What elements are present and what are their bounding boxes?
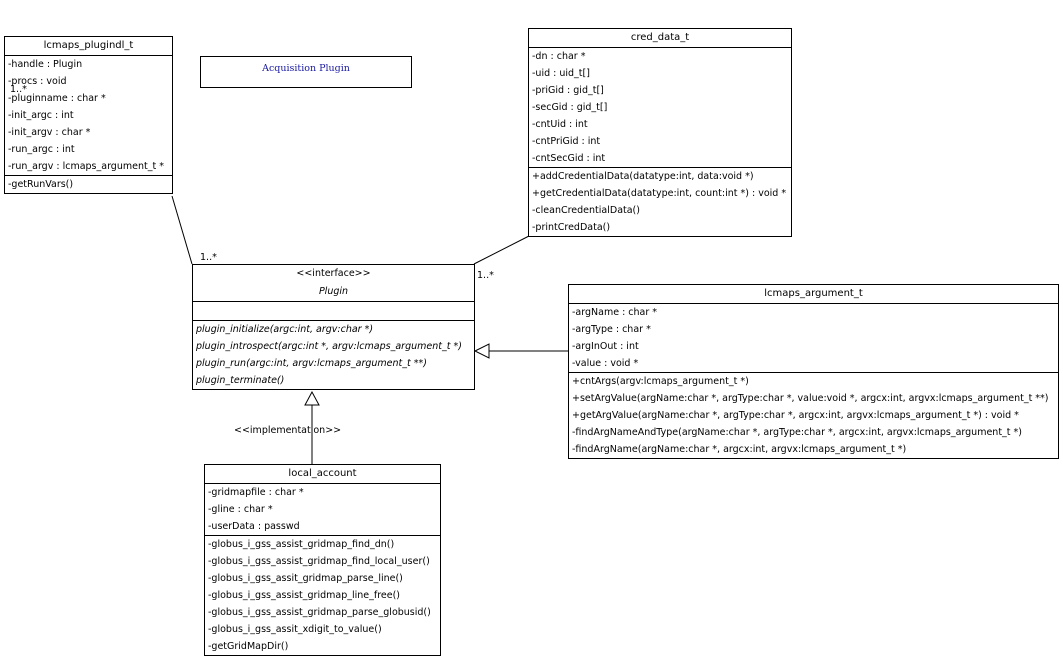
attribute-row: -procs : void bbox=[8, 76, 67, 87]
attribute-row: -pluginname : char * bbox=[8, 93, 106, 104]
operation-row: plugin_terminate() bbox=[196, 375, 285, 386]
interface-name: Plugin bbox=[193, 283, 474, 302]
attribute-row: -argInOut : int bbox=[572, 341, 639, 352]
operation-row: plugin_introspect(argc:int *, argv:lcmap… bbox=[196, 341, 462, 352]
class-local-account[interactable]: local_account -gridmapfile : char * -gli… bbox=[204, 464, 441, 656]
attribute-row: -argType : char * bbox=[572, 324, 651, 335]
attribute-row: -cntPriGid : int bbox=[532, 136, 601, 147]
operation-row: +setArgValue(argName:char *, argType:cha… bbox=[572, 393, 1049, 404]
operation-row: -globus_i_gss_assist_gridmap_parse_globu… bbox=[208, 607, 431, 618]
association-plugindl-plugin bbox=[171, 195, 193, 265]
multiplicity-label: 1..* bbox=[10, 84, 27, 95]
note-text: Acquisition Plugin bbox=[262, 63, 350, 74]
operation-row: plugin_run(argc:int, argv:lcmaps_argumen… bbox=[196, 358, 427, 369]
attributes-section: -handle : Plugin -procs : void -pluginna… bbox=[5, 56, 172, 176]
class-lcmaps-plugindl-t[interactable]: lcmaps_plugindl_t -handle : Plugin -proc… bbox=[4, 36, 173, 194]
attribute-row: -run_argc : int bbox=[8, 144, 75, 155]
operations-section: +cntArgs(argv:lcmaps_argument_t *) +setA… bbox=[569, 373, 1058, 458]
attribute-row: -cntUid : int bbox=[532, 119, 588, 130]
operation-row: -findArgName(argName:char *, argcx:int, … bbox=[572, 444, 907, 455]
operation-row: +getArgValue(argName:char *, argType:cha… bbox=[572, 410, 1019, 421]
attributes-section: -dn : char * -uid : uid_t[] -priGid : gi… bbox=[529, 48, 791, 168]
attribute-row: -run_argv : lcmaps_argument_t * bbox=[8, 161, 164, 172]
attribute-row: -argName : char * bbox=[572, 307, 658, 318]
operation-row: -globus_i_gss_assit_gridmap_parse_line() bbox=[208, 573, 403, 584]
operation-row: -getRunVars() bbox=[8, 179, 74, 190]
operation-row: -globus_i_gss_assist_gridmap_find_dn() bbox=[208, 539, 395, 550]
operation-row: -getGridMapDir() bbox=[208, 641, 289, 652]
operation-row: -cleanCredentialData() bbox=[532, 205, 640, 216]
operation-row: -globus_i_gss_assit_xdigit_to_value() bbox=[208, 624, 382, 635]
operations-section: -getRunVars() bbox=[5, 176, 172, 193]
class-title: lcmaps_argument_t bbox=[569, 285, 1058, 304]
class-title: lcmaps_plugindl_t bbox=[5, 37, 172, 56]
attribute-row: -handle : Plugin bbox=[8, 59, 83, 70]
attribute-row: -init_argv : char * bbox=[8, 127, 91, 138]
class-lcmaps-argument-t[interactable]: lcmaps_argument_t -argName : char * -arg… bbox=[568, 284, 1059, 459]
attributes-section: -gridmapfile : char * -gline : char * -u… bbox=[205, 484, 440, 536]
multiplicity-label: 1..* bbox=[200, 252, 217, 263]
implementation-label: <<implementation>> bbox=[234, 425, 342, 436]
attribute-row: -secGid : gid_t[] bbox=[532, 102, 608, 113]
acquisition-plugin-note: Acquisition Plugin bbox=[200, 56, 412, 88]
attribute-row: -gline : char * bbox=[208, 504, 273, 515]
attribute-row: -userData : passwd bbox=[208, 521, 300, 532]
multiplicity-label: 1..* bbox=[477, 270, 494, 281]
operations-section: -globus_i_gss_assist_gridmap_find_dn() -… bbox=[205, 536, 440, 655]
attribute-row: -init_argc : int bbox=[8, 110, 74, 121]
class-title: local_account bbox=[205, 465, 440, 484]
operation-row: -printCredData() bbox=[532, 222, 611, 233]
attribute-row: -dn : char * bbox=[532, 51, 586, 62]
operation-row: -globus_i_gss_assist_gridmap_find_local_… bbox=[208, 556, 430, 567]
operation-row: +addCredentialData(datatype:int, data:vo… bbox=[532, 171, 754, 182]
class-title: cred_data_t bbox=[529, 29, 791, 48]
realization-triangle bbox=[304, 390, 320, 406]
association-creddata-plugin bbox=[473, 235, 530, 265]
operation-row: +getCredentialData(datatype:int, count:i… bbox=[532, 188, 787, 199]
interface-plugin[interactable]: <<interface>> Plugin plugin_initialize(a… bbox=[192, 264, 475, 390]
attribute-row: -gridmapfile : char * bbox=[208, 487, 304, 498]
attribute-row: -uid : uid_t[] bbox=[532, 68, 590, 79]
class-cred-data-t[interactable]: cred_data_t -dn : char * -uid : uid_t[] … bbox=[528, 28, 792, 237]
attributes-section bbox=[193, 302, 474, 321]
operation-row: plugin_initialize(argc:int, argv:char *) bbox=[196, 324, 374, 335]
operation-row: -globus_i_gss_assist_gridmap_line_free() bbox=[208, 590, 401, 601]
attribute-row: -priGid : gid_t[] bbox=[532, 85, 604, 96]
attribute-row: -value : void * bbox=[572, 358, 639, 369]
open-arrowhead-argument bbox=[473, 343, 490, 359]
operations-section: plugin_initialize(argc:int, argv:char *)… bbox=[193, 321, 474, 389]
attribute-row: -cntSecGid : int bbox=[532, 153, 606, 164]
operations-section: +addCredentialData(datatype:int, data:vo… bbox=[529, 168, 791, 236]
attributes-section: -argName : char * -argType : char * -arg… bbox=[569, 304, 1058, 373]
operation-row: -findArgNameAndType(argName:char *, argT… bbox=[572, 427, 1022, 438]
operation-row: +cntArgs(argv:lcmaps_argument_t *) bbox=[572, 376, 749, 387]
interface-stereotype: <<interface>> bbox=[296, 268, 371, 279]
